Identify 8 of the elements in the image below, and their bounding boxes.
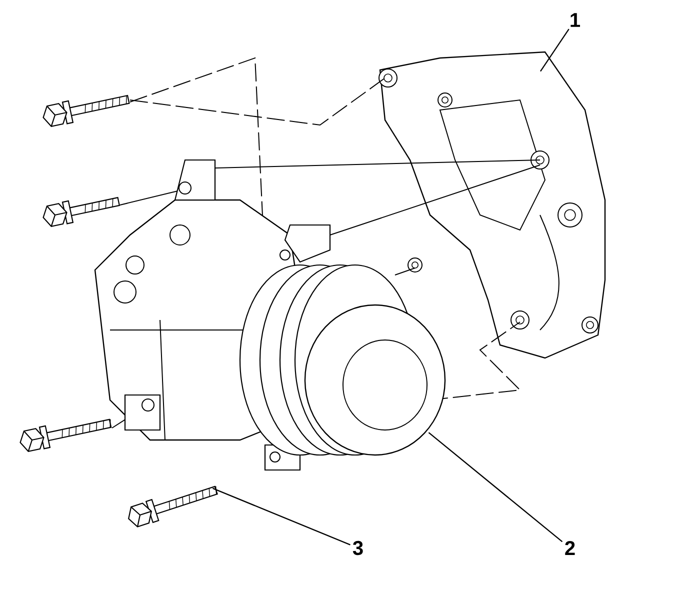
callout-number: 3 — [352, 540, 363, 556]
leader-line — [540, 28, 570, 72]
callout-number: 2 — [565, 541, 575, 555]
compressor-drawing — [94, 159, 446, 471]
callout-number: 1 — [570, 13, 580, 27]
leader-line — [212, 488, 350, 546]
leader-line — [428, 432, 563, 542]
bolt-drawing — [128, 486, 218, 528]
